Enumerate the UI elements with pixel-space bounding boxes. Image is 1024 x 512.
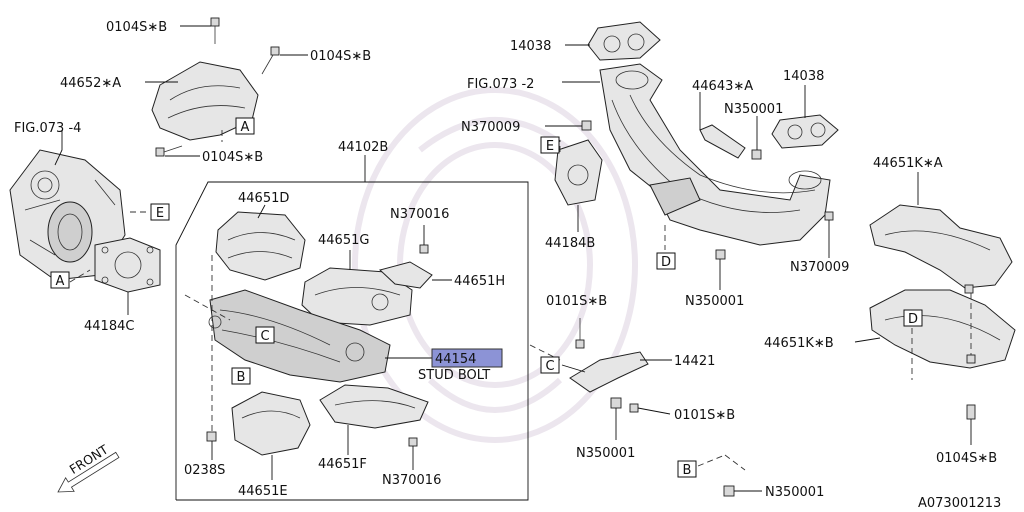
heat-shield-44651F[interactable]	[319, 384, 429, 429]
svg-text:B: B	[683, 463, 692, 478]
ref-marker-B-2: B	[677, 460, 697, 478]
label-14038-a[interactable]: 14038	[510, 39, 551, 54]
gasket-44184B[interactable]	[554, 139, 603, 206]
svg-text:D: D	[908, 312, 918, 327]
label-44651H[interactable]: 44651H	[454, 274, 505, 289]
svg-text:A: A	[56, 274, 65, 289]
ref-marker-B-1: B	[231, 367, 251, 385]
label-0238S[interactable]: 0238S	[184, 463, 225, 478]
ref-marker-D-1: D	[656, 252, 676, 270]
label-44102B[interactable]: 44102B	[338, 140, 388, 155]
heat-shield-44651D[interactable]	[215, 211, 306, 281]
heat-shield-44651G[interactable]	[301, 267, 413, 326]
label-0101SB-b[interactable]: 0101S∗B	[674, 408, 735, 423]
exhaust-manifold-44102B[interactable]	[208, 289, 391, 383]
label-44643A[interactable]: 44643∗A	[692, 79, 753, 94]
front-arrow: FRONT	[57, 441, 120, 493]
label-N350001-a[interactable]: N350001	[724, 102, 783, 117]
ref-marker-C-1: C	[255, 326, 275, 344]
label-14421[interactable]: 14421	[674, 354, 715, 369]
label-N370009-a[interactable]: N370009	[461, 120, 520, 135]
leaders-center	[184, 204, 452, 480]
label-stud-bolt: STUD BOLT	[418, 368, 490, 383]
label-44154[interactable]: 44154	[435, 352, 476, 367]
watermark-emblem	[352, 87, 638, 443]
label-N350001-c[interactable]: N350001	[576, 446, 635, 461]
label-44651E[interactable]: 44651E	[238, 484, 288, 499]
svg-text:B: B	[237, 370, 246, 385]
label-44651G[interactable]: 44651G	[318, 233, 369, 248]
label-44184C[interactable]: 44184C	[84, 319, 134, 334]
label-FIG073-2[interactable]: FIG.073 -2	[467, 77, 534, 92]
ref-marker-A-2: A	[50, 271, 70, 289]
leaders-lower-center	[529, 344, 762, 492]
svg-text:A: A	[241, 120, 250, 135]
label-FIG073-4[interactable]: FIG.073 -4	[14, 121, 81, 136]
label-0101SB-a[interactable]: 0101S∗B	[546, 294, 607, 309]
label-N370009-b[interactable]: N370009	[790, 260, 849, 275]
label-44651D[interactable]: 44651D	[238, 191, 289, 206]
svg-text:C: C	[260, 329, 269, 344]
svg-text:E: E	[546, 139, 554, 154]
gasket-44184C[interactable]	[94, 237, 161, 293]
label-0104SB-2[interactable]: 0104S∗B	[310, 49, 371, 64]
bracket-44651H[interactable]	[378, 261, 433, 289]
gasket-14038-right[interactable]	[771, 114, 839, 149]
diagram-id: A073001213	[918, 496, 1001, 511]
bracket-44643A[interactable]	[699, 124, 746, 159]
bolts-far-right[interactable]	[964, 284, 976, 420]
part-labels: 0104S∗B 0104S∗B 44652∗A 0104S∗B FIG.073 …	[14, 20, 997, 500]
label-N350001-b[interactable]: N350001	[685, 294, 744, 309]
leaders-right-center	[545, 44, 830, 290]
svg-text:E: E	[156, 206, 164, 221]
svg-text:D: D	[661, 255, 671, 270]
ref-marker-C-2: C	[540, 356, 560, 374]
label-0104SB-top[interactable]: 0104S∗B	[106, 20, 167, 35]
svg-text:C: C	[545, 359, 554, 374]
ref-marker-A-1: A	[235, 117, 255, 135]
ref-marker-D-2: D	[903, 309, 923, 327]
heat-shield-44651KB[interactable]	[869, 289, 1016, 369]
label-44651F[interactable]: 44651F	[318, 457, 367, 472]
heat-shield-44651E[interactable]	[231, 391, 311, 456]
label-44184B[interactable]: 44184B	[545, 236, 595, 251]
ref-marker-E-2: E	[540, 136, 560, 154]
bolts-lower-center[interactable]	[575, 318, 735, 497]
bolts-left[interactable]	[155, 17, 280, 157]
label-44651KB[interactable]: 44651K∗B	[764, 336, 834, 351]
label-0104SB-4[interactable]: 0104S∗B	[936, 451, 997, 466]
highlight-44154	[431, 348, 503, 368]
label-0104SB-3[interactable]: 0104S∗B	[202, 150, 263, 165]
label-44652A[interactable]: 44652∗A	[60, 76, 121, 91]
label-N370016-b[interactable]: N370016	[382, 473, 441, 488]
ref-marker-E-1: E	[150, 203, 170, 221]
bracket-14421[interactable]	[569, 351, 649, 393]
leaders-far-right	[854, 172, 972, 445]
assembly-44102B-frame	[175, 155, 529, 501]
heat-shield-44651KA[interactable]	[869, 204, 1013, 289]
label-44651KA[interactable]: 44651K∗A	[873, 156, 943, 171]
gasket-14038-top[interactable]	[587, 21, 661, 61]
label-N350001-d[interactable]: N350001	[765, 485, 824, 500]
label-N370016-a[interactable]: N370016	[390, 207, 449, 222]
leaders-left	[54, 25, 308, 315]
label-14038-b[interactable]: 14038	[783, 69, 824, 84]
